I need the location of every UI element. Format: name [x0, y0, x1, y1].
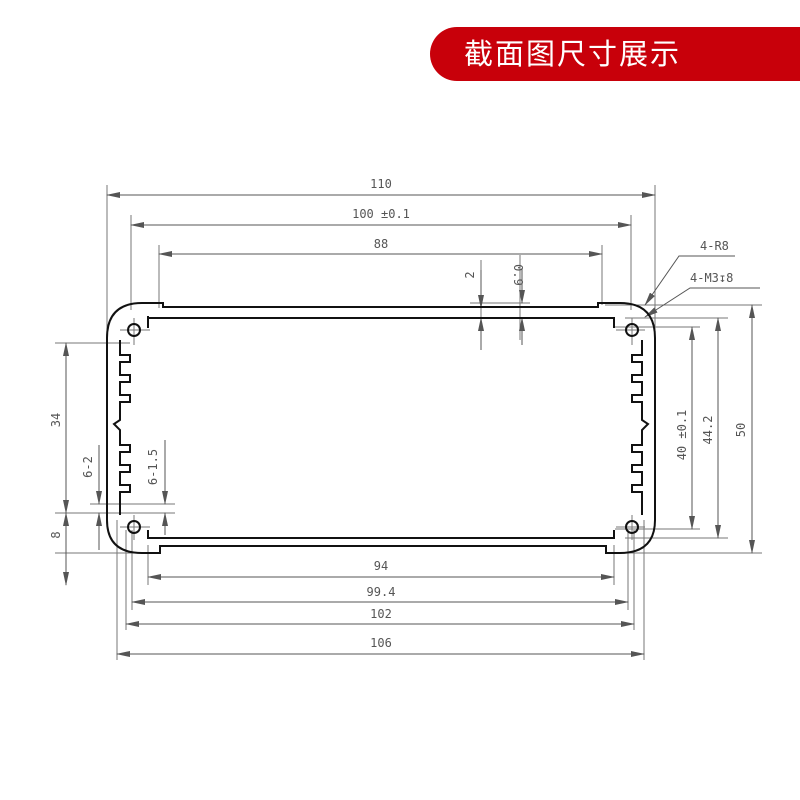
dim-overall-width: 110 [370, 177, 392, 191]
section-title: 截面图尺寸展示 [464, 37, 682, 71]
dim-left-fin-span: 34 [49, 413, 63, 427]
section-title-banner: 截面图尺寸展示 [430, 27, 800, 81]
dim-left-fin-thickness: 6-1.5 [146, 449, 160, 485]
dim-bottom-opening: 94 [374, 559, 388, 573]
dim-bottom-inner: 99.4 [367, 585, 396, 599]
dimension-lines [63, 192, 755, 657]
dim-overall-height: 50 [734, 423, 748, 437]
dim-inner-height: 44.2 [701, 416, 715, 445]
dim-top-opening: 88 [374, 237, 388, 251]
dim-top-wall: 2 [463, 271, 477, 278]
aluminum-profile-outline [106, 302, 656, 554]
single-arrow-dims [63, 255, 760, 586]
dim-corner-radius: 4-R8 [700, 239, 729, 253]
dim-inner-rail-width: 100 ±0.1 [352, 207, 410, 221]
dim-bottom-mid: 102 [370, 607, 392, 621]
dim-top-step: 0.9 [511, 264, 525, 286]
dim-hole-spacing-vertical: 40 ±0.1 [675, 410, 689, 461]
dim-screw-holes: 4-M3↧8 [690, 271, 733, 285]
dim-left-groove-width: 6-2 [81, 456, 95, 478]
dim-bottom-outer: 106 [370, 636, 392, 650]
dim-left-bottom-offset: 8 [49, 531, 63, 538]
